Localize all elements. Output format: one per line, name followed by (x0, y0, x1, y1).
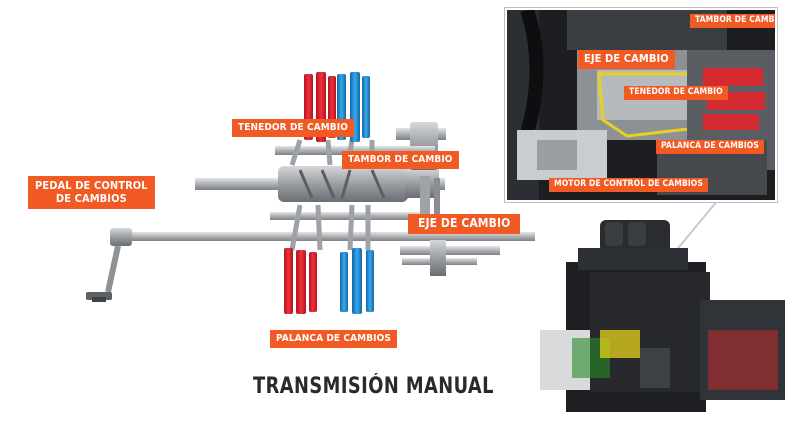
red-shift-forks-lower (284, 248, 317, 314)
inset-label-palanca: PALANCA DE CAMBIOS (656, 140, 764, 154)
page-title: TRANSMISIÓN MANUAL (253, 374, 494, 399)
inset-illustration (507, 10, 775, 200)
lower-shift-shaft (125, 232, 535, 241)
label-tenedor-de-cambio: TENEDOR DE CAMBIO (232, 119, 354, 137)
inset-label-tenedor: TENEDOR DE CAMBIO (624, 86, 728, 100)
label-eje-de-cambio: EJE DE CAMBIO (408, 214, 521, 234)
engine-block (540, 220, 785, 412)
detail-inset: TAMBOR DE CAMBIO EJE DE CAMBIO TENEDOR D… (505, 8, 777, 202)
label-tambor-de-cambio: TAMBOR DE CAMBIO (342, 151, 459, 169)
label-pedal-de-control: PEDAL DE CONTROL DE CAMBIOS (28, 176, 155, 210)
blue-shift-forks-lower (340, 248, 374, 314)
inset-label-motor: MOTOR DE CONTROL DE CAMBIOS (549, 178, 709, 192)
label-palanca-de-cambios: PALANCA DE CAMBIOS (270, 330, 397, 348)
inset-label-eje: EJE DE CAMBIO (578, 50, 675, 69)
pedal-pivot (110, 228, 132, 246)
inset-label-tambor: TAMBOR DE CAMBIO (690, 14, 775, 28)
